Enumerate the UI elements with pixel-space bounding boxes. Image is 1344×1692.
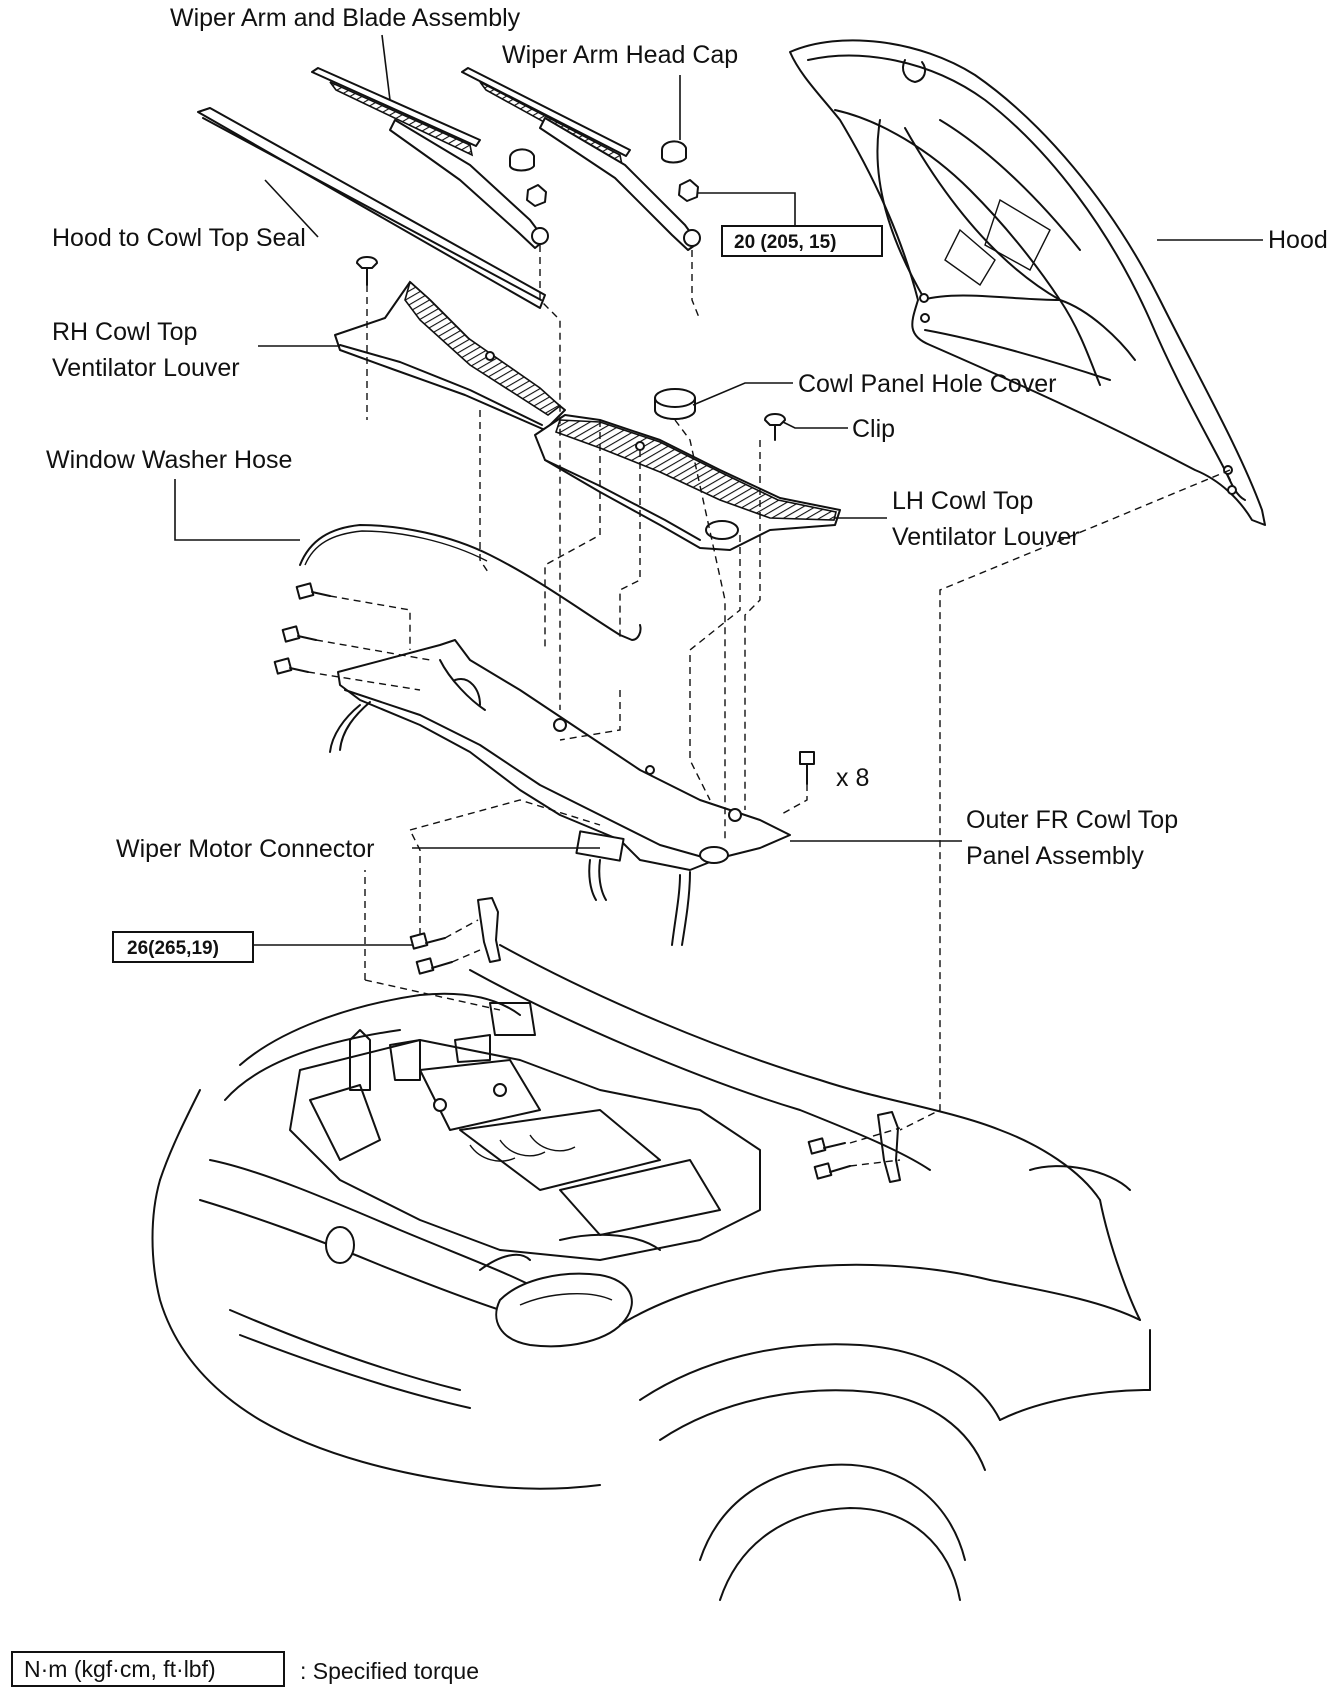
legend-unit-box xyxy=(11,1651,285,1687)
lh-cowl-louver-part xyxy=(534,414,841,551)
label-outer-fr-line2: Panel Assembly xyxy=(966,842,1144,870)
label-hood: Hood xyxy=(1268,226,1328,254)
vehicle-body xyxy=(151,944,1151,1601)
label-clip: Clip xyxy=(852,415,895,443)
cowl-bolt-x8 xyxy=(799,751,815,785)
label-window-washer-hose: Window Washer Hose xyxy=(46,446,292,474)
cowl-bolts-left xyxy=(273,582,331,675)
assembly-guides xyxy=(307,245,1231,1167)
wiper-motor-connector-part xyxy=(575,830,625,901)
legend-unit-text: N·m (kgf·cm, ft·lbf) xyxy=(24,1656,216,1682)
head-cap-rh xyxy=(509,148,535,172)
clip-rh-cowl xyxy=(356,256,378,286)
rh-cowl-louver-part xyxy=(334,280,566,431)
leader-lines xyxy=(174,34,1263,946)
wiper-arm-lh-part xyxy=(461,67,701,251)
label-rh-cowl-line2: Ventilator Louver xyxy=(52,354,240,382)
head-cap-lh xyxy=(661,140,687,164)
label-outer-fr-line1: Outer FR Cowl Top xyxy=(966,806,1178,834)
hood-hinge-left xyxy=(409,897,501,975)
torque-hood-bolt: 26(265,19) xyxy=(127,938,219,959)
label-cowl-panel-hole-cover: Cowl Panel Hole Cover xyxy=(798,370,1056,398)
label-lh-cowl-line2: Ventilator Louver xyxy=(892,523,1080,551)
torque-box-wiper-nut xyxy=(721,225,883,257)
cowl-panel-hole-cover-part xyxy=(654,388,696,420)
outer-fr-cowl-panel-part xyxy=(329,639,791,946)
label-wiper-motor-connector: Wiper Motor Connector xyxy=(116,835,374,863)
window-washer-hose-part xyxy=(299,524,642,641)
torque-wiper-nut: 20 (205, 15) xyxy=(734,232,836,253)
clip-lh-cowl xyxy=(764,413,786,441)
hood-part xyxy=(789,39,1266,526)
legend-description: : Specified torque xyxy=(300,1658,479,1684)
label-hood-to-cowl-seal: Hood to Cowl Top Seal xyxy=(52,224,306,252)
wiper-arm-rh-part xyxy=(311,67,549,249)
label-wiper-arm-blade: Wiper Arm and Blade Assembly xyxy=(170,4,521,32)
torque-box-hood-bolt xyxy=(112,931,254,963)
label-bolt-count: x 8 xyxy=(836,764,869,792)
nut-rh xyxy=(526,184,547,207)
nut-lh xyxy=(678,179,699,202)
label-rh-cowl-line1: RH Cowl Top xyxy=(52,318,197,346)
label-lh-cowl-line1: LH Cowl Top xyxy=(892,487,1033,515)
label-wiper-arm-head-cap: Wiper Arm Head Cap xyxy=(502,41,738,69)
hood-to-cowl-seal-part xyxy=(197,107,546,309)
